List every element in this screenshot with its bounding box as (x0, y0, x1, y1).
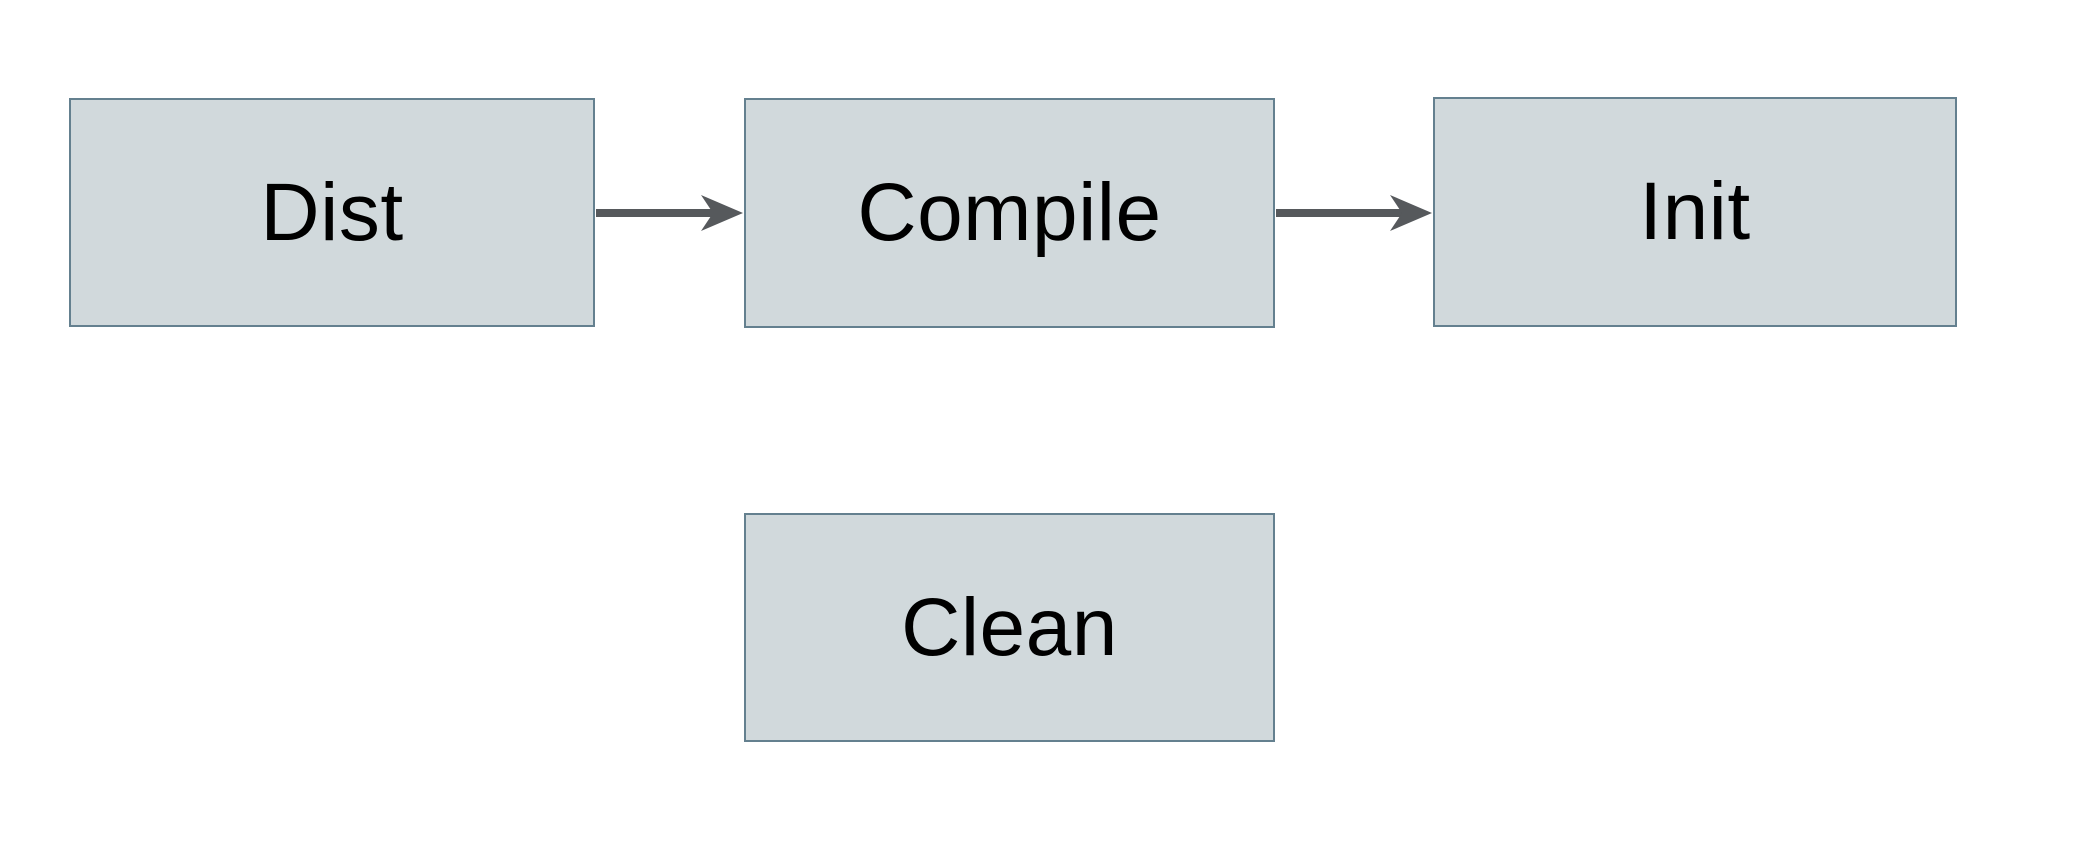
node-clean-label: Clean (901, 581, 1118, 673)
flow-arrow-compile-to-init[interactable] (1276, 195, 1432, 231)
node-init[interactable]: Init (1433, 97, 1957, 327)
node-dist[interactable]: Dist (69, 98, 595, 327)
node-compile[interactable]: Compile (744, 98, 1275, 328)
node-compile-label: Compile (857, 167, 1162, 258)
flow-arrow-dist-to-compile[interactable] (596, 195, 743, 231)
arrowhead-icon (1390, 195, 1432, 231)
node-init-label: Init (1639, 166, 1751, 257)
node-clean[interactable]: Clean (744, 513, 1275, 742)
arrowhead-icon (701, 195, 743, 231)
node-dist-label: Dist (260, 166, 404, 258)
